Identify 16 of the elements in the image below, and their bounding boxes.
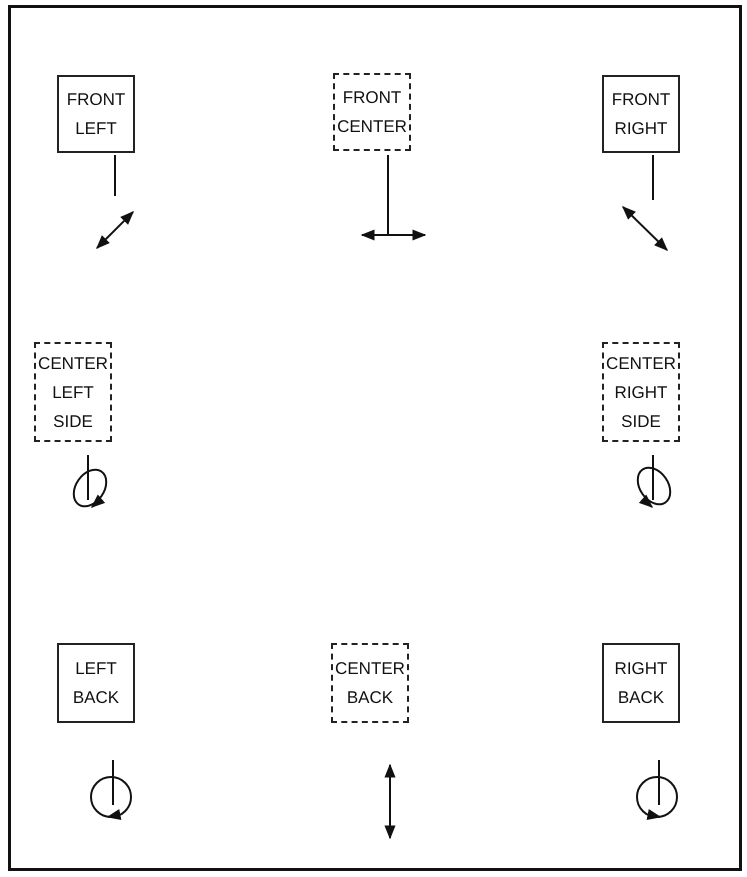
speaker-label: FRONT CENTER (336, 87, 408, 138)
speaker-box (34, 342, 112, 442)
speaker-box (602, 342, 680, 442)
speaker-box (331, 643, 409, 723)
speaker-box (57, 75, 135, 153)
speaker-box (333, 73, 411, 151)
speaker-label: FRONT RIGHT (610, 89, 672, 140)
speaker-box (602, 643, 680, 723)
speaker-label: LEFT BACK (72, 658, 120, 709)
speaker-label: CENTER LEFT SIDE (37, 352, 109, 432)
speaker-label: CENTER RIGHT SIDE (605, 352, 677, 432)
speaker-label: FRONT LEFT (66, 89, 126, 140)
speaker-label: CENTER BACK (334, 658, 406, 709)
speaker-box (602, 75, 680, 153)
speaker-label: RIGHT BACK (614, 658, 668, 709)
speaker-box (57, 643, 135, 723)
